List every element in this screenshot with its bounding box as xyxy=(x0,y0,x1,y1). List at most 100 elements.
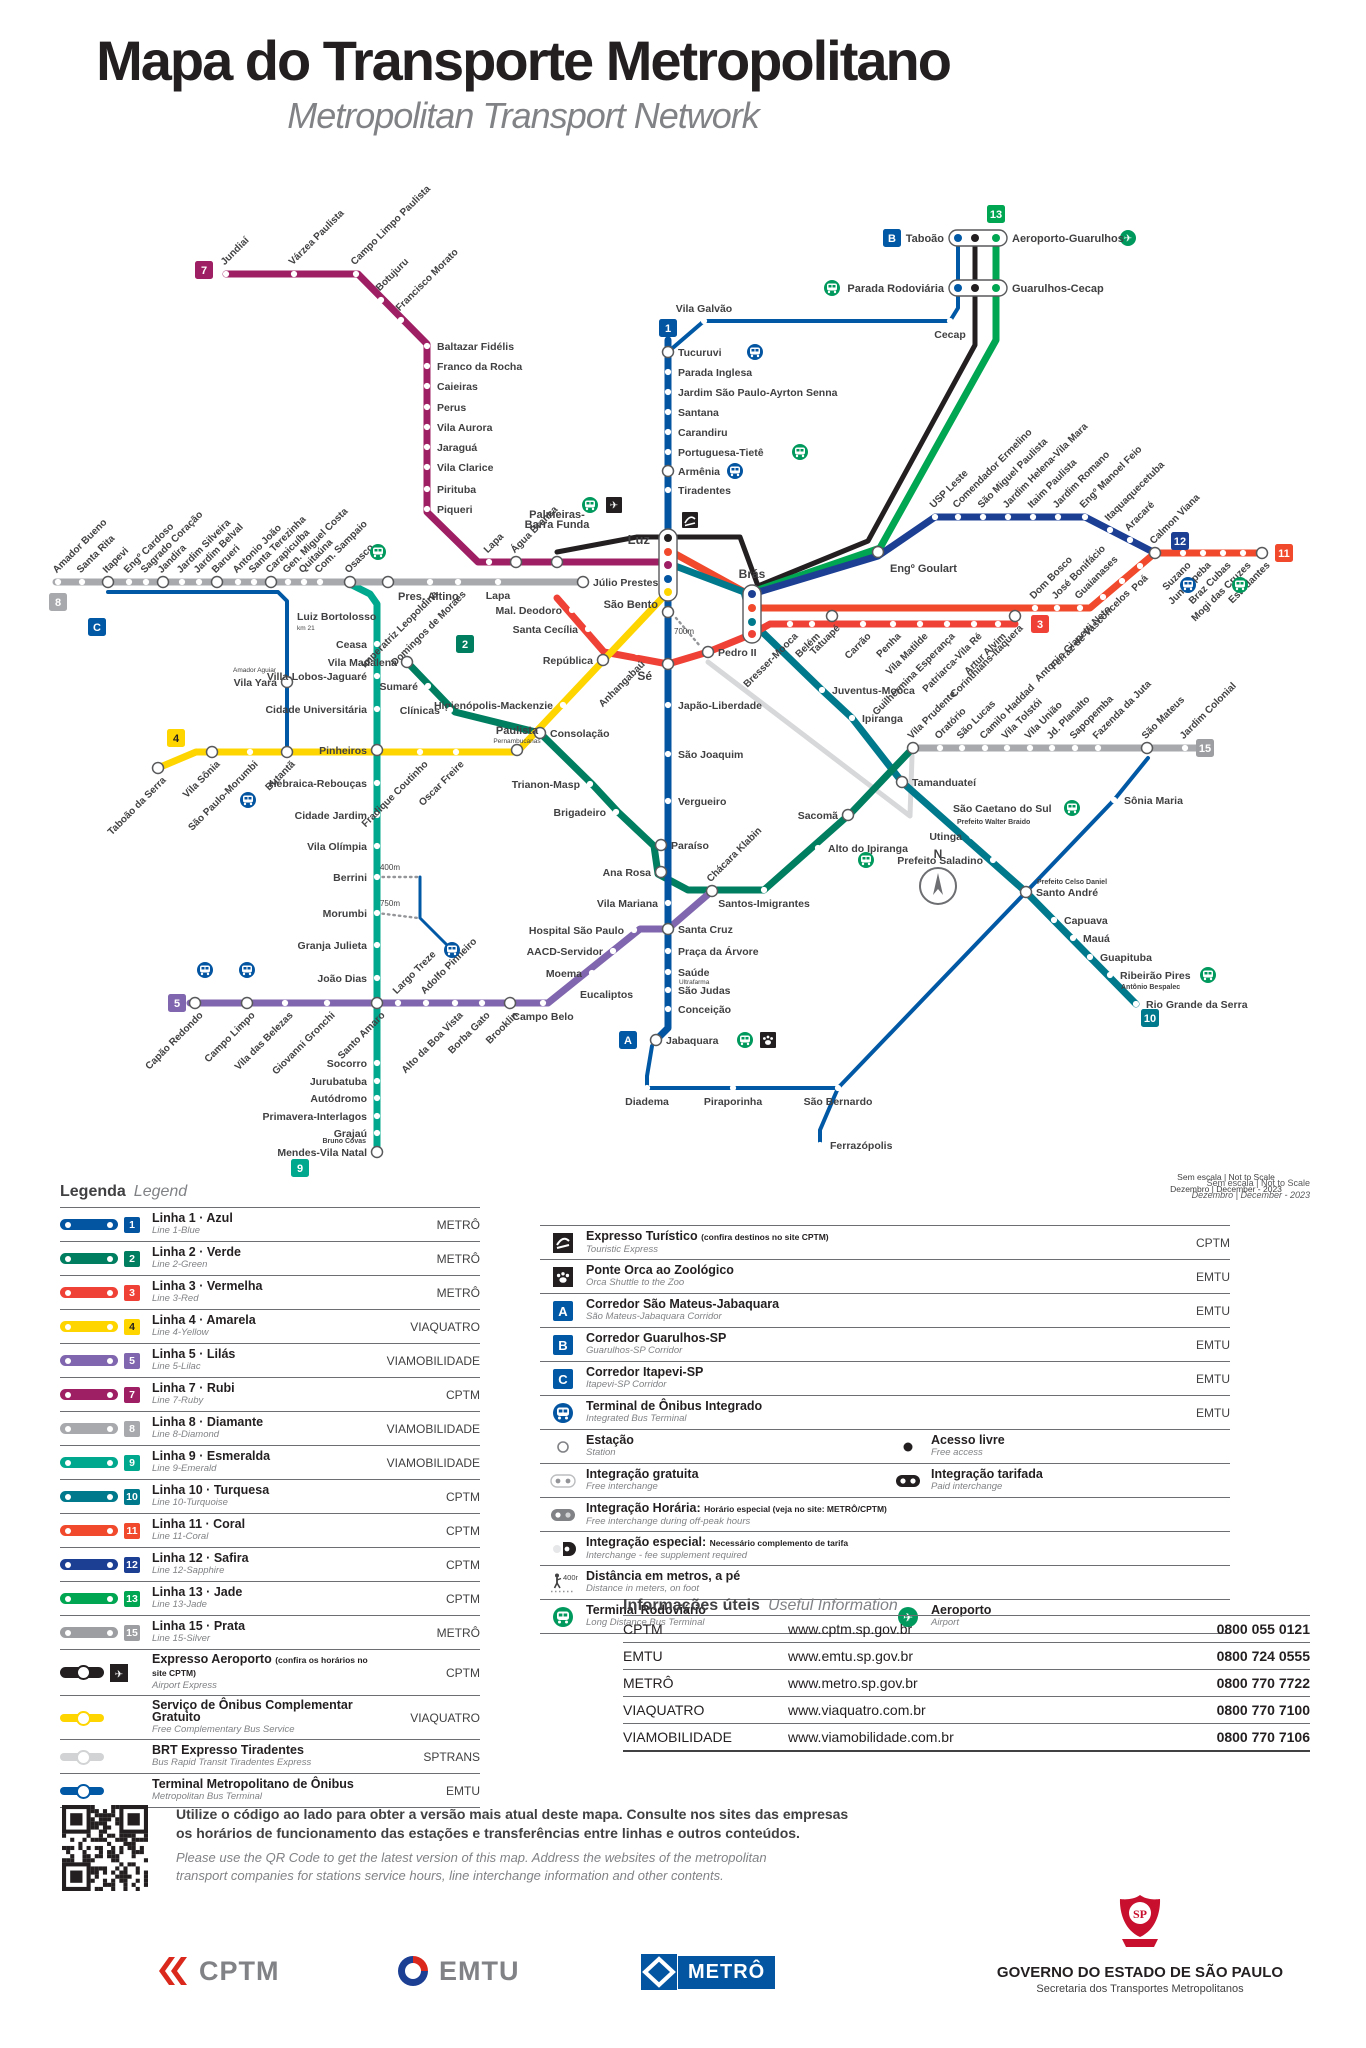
station-campo-limpo-paulista xyxy=(352,270,360,278)
station-mal-deodoro xyxy=(568,606,576,614)
station-granja-julieta xyxy=(373,941,381,949)
station-patriarca-vila-r- xyxy=(970,620,978,628)
station-vila-aurora xyxy=(423,423,431,431)
station-label: São Judas xyxy=(678,985,731,997)
station-label: Socorro xyxy=(327,1058,367,1070)
station-label: Sônia Maria xyxy=(1124,795,1183,807)
line-badge-label: 12 xyxy=(1174,536,1186,548)
line-badge-label: C xyxy=(93,622,101,634)
station-jo-o-dias xyxy=(373,974,381,982)
station-label: Anhangabaú xyxy=(597,659,648,710)
station-label: Jardim Colonial xyxy=(1178,681,1239,742)
station-label: Sacomã xyxy=(798,810,838,822)
station-anhangaba- xyxy=(633,648,641,656)
bus-blue-icon xyxy=(444,942,460,958)
station-s-o-paulo-morumbi xyxy=(246,748,254,756)
station-label: Conceição xyxy=(678,1004,731,1016)
station-domingos-de-moraes xyxy=(454,578,462,586)
line-corr-B xyxy=(666,244,960,354)
station-label: Hospital São Paulo xyxy=(529,925,624,937)
station-s-o-miguel-paulista xyxy=(979,513,987,521)
station-tamanduate- xyxy=(895,775,909,789)
station-amador-bueno xyxy=(54,578,62,586)
station-label: Praça da Árvore xyxy=(678,945,759,958)
bus-blue-icon xyxy=(239,962,255,978)
station-santa-cec-lia xyxy=(584,625,592,633)
line-badge-9 xyxy=(291,1159,309,1177)
map-text: 400m xyxy=(380,863,400,872)
station-parada-inglesa xyxy=(664,368,672,376)
bus-green-icon xyxy=(737,1032,753,1048)
station-pedro-ii xyxy=(701,645,715,659)
line-badge-label: 7 xyxy=(201,265,207,277)
capsule-dot xyxy=(971,284,979,292)
station-utinga xyxy=(968,832,976,840)
line-badge-3 xyxy=(1031,615,1049,633)
station-label: São Bernardo xyxy=(804,1096,873,1108)
station-label: Perus xyxy=(437,402,466,414)
phone: 0800 770 7722 xyxy=(1216,1675,1310,1691)
line-badge-label: 13 xyxy=(990,209,1002,221)
phone: 0800 724 0555 xyxy=(1216,1648,1310,1664)
station-label: Campo Limpo Paulista xyxy=(349,183,433,267)
svg-text:A: A xyxy=(558,1304,568,1319)
station-label: Vila Mariana xyxy=(597,898,658,910)
line-badge-label: 2 xyxy=(462,639,468,651)
station-guapituba xyxy=(1086,953,1094,961)
station-label: Guapituba xyxy=(1100,952,1152,964)
station-capuava xyxy=(1050,916,1058,924)
station-portuguesa-tiet- xyxy=(664,448,672,456)
line-corr-M xyxy=(418,875,450,948)
line-badge-label: A xyxy=(624,1035,632,1047)
station-label: Hebraica-Rebouças xyxy=(269,778,367,790)
svg-text:SP: SP xyxy=(1133,1907,1147,1921)
air-black-icon: ✈ xyxy=(606,497,622,513)
station-label: Trianon-Masp xyxy=(512,779,580,791)
capsule-dot xyxy=(954,284,962,292)
company: METRÔ xyxy=(623,1675,674,1691)
station-penha xyxy=(889,620,897,628)
map-text: Guarulhos-Cecap xyxy=(1012,283,1104,295)
station-orat-rio xyxy=(936,744,944,752)
station-label: Ferraz de Vasconcelos xyxy=(1049,588,1133,672)
station-label: Rio Grande da Serra xyxy=(1146,999,1248,1011)
station-primavera-interlagos xyxy=(373,1112,381,1120)
station-label: Ana Rosa xyxy=(603,867,652,879)
line-badge-label: 4 xyxy=(173,733,180,745)
station-label: Santo André xyxy=(1036,887,1098,899)
station-largo-treze xyxy=(394,999,402,1007)
station-label: Santa Cecília xyxy=(513,624,579,636)
station-piraporinha xyxy=(729,1084,737,1092)
station-campo-belo xyxy=(539,999,547,1007)
station-vila-mariana xyxy=(664,899,672,907)
line-badge-label: 10 xyxy=(1144,1013,1156,1025)
walk-link xyxy=(375,911,420,920)
station-estudantes xyxy=(1255,546,1269,560)
station-label: Carandiru xyxy=(678,427,728,439)
qr-text-pt-2: os horários de funcionamento das estaçõe… xyxy=(176,1825,800,1841)
line-2 xyxy=(403,658,917,894)
website: www.emtu.sp.gov.br xyxy=(788,1648,914,1664)
station-arm-nia xyxy=(661,464,675,478)
map-text: Pernambucanas xyxy=(493,738,541,745)
line-badge-7 xyxy=(195,261,213,279)
page-subtitle: Metropolitan Transport Network xyxy=(287,95,760,136)
air-green-icon: ✈ xyxy=(1120,230,1136,246)
station-label: Vila Olímpia xyxy=(307,841,367,853)
station-guaianases xyxy=(1076,604,1084,612)
station-vila-das-belezas xyxy=(281,999,289,1007)
qr-section: Utilize o código ao lado para obter a ve… xyxy=(62,1805,1162,1891)
station-label: Tucuruvi xyxy=(678,347,722,359)
station-vila-ol-mpia xyxy=(373,842,381,850)
svg-text:B: B xyxy=(558,1338,567,1353)
station-jardim-helena-vila-mara xyxy=(1004,513,1012,521)
station-cidade-jardim xyxy=(373,811,381,819)
station-antonio-gianetti-neto xyxy=(1099,593,1107,601)
station-camilo-haddad xyxy=(981,744,989,752)
station-label: Cidade Universitária xyxy=(265,704,367,716)
